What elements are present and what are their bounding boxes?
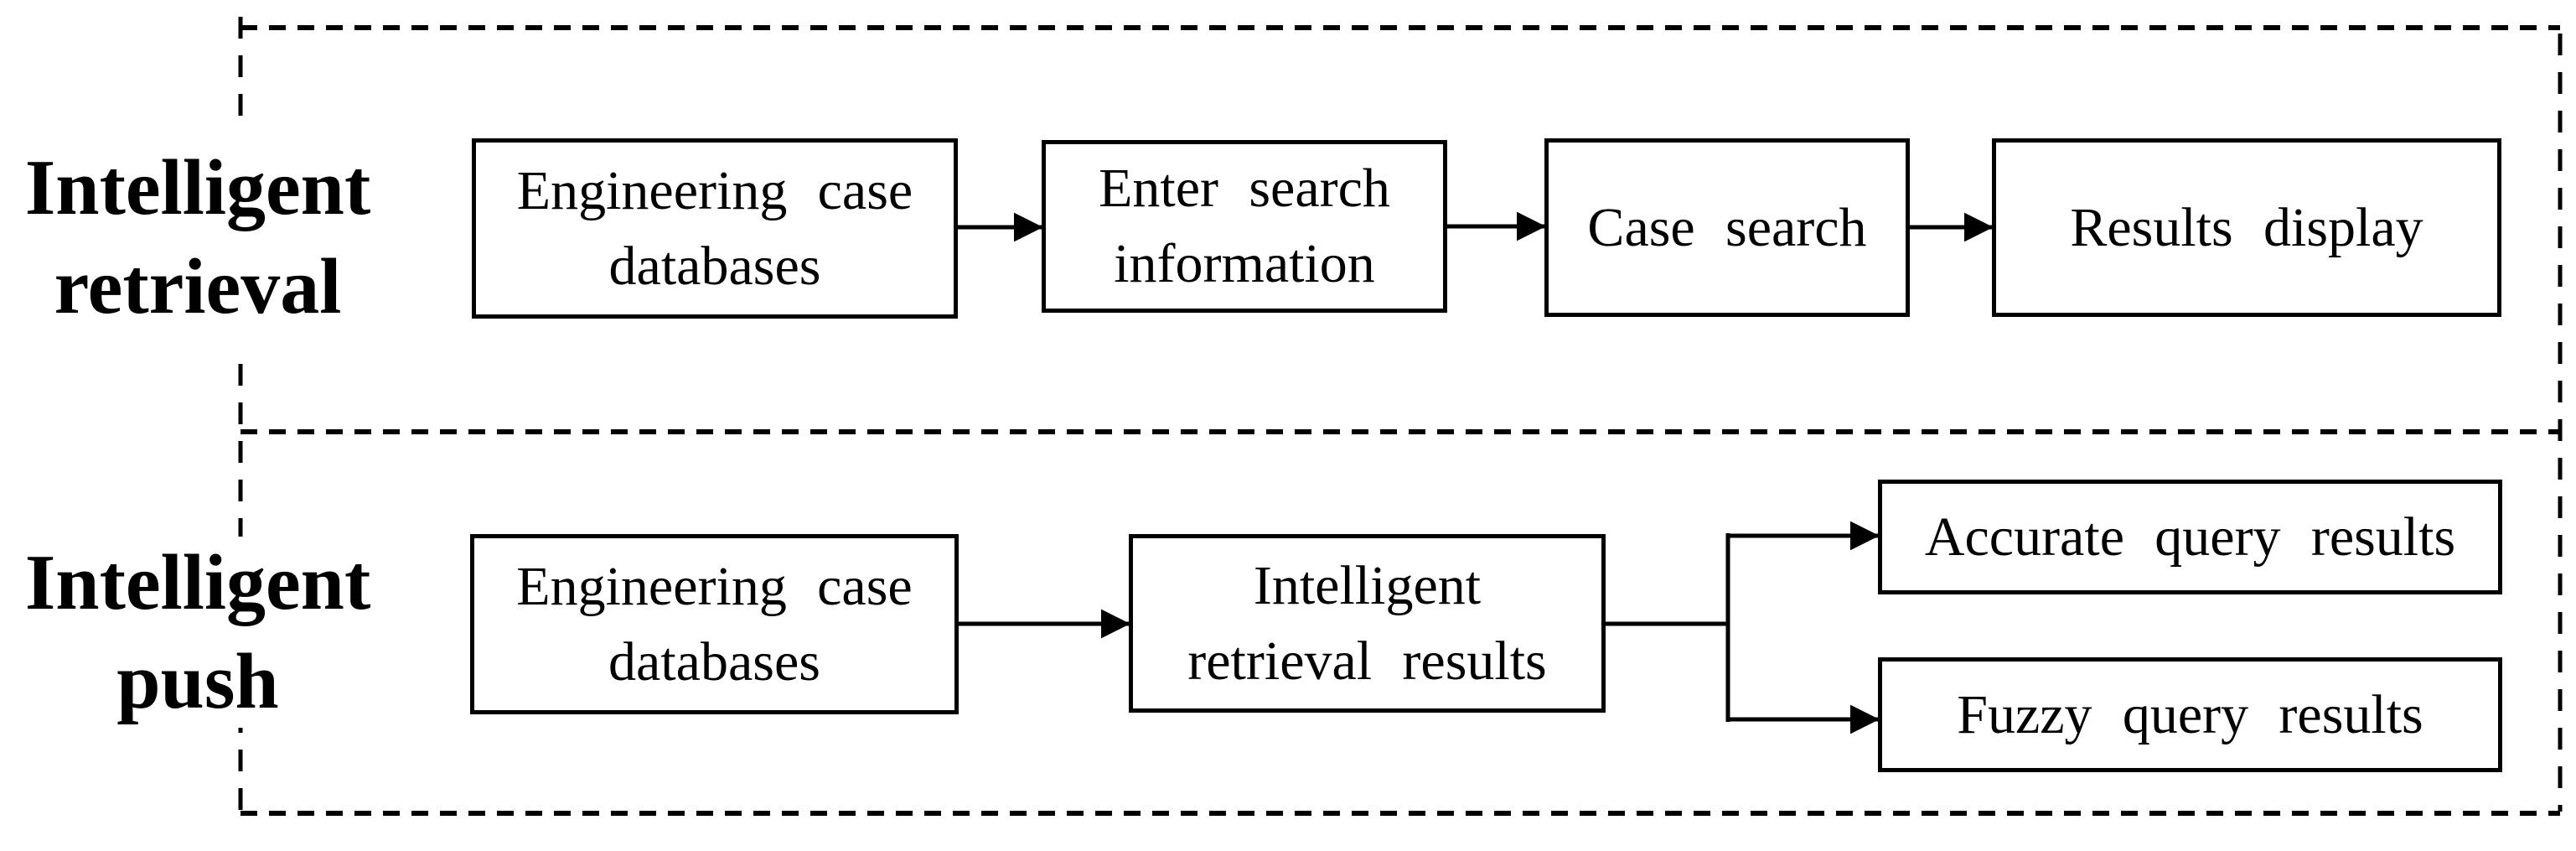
box-text-line: Case search	[1587, 196, 1867, 258]
box-text-line: Results display	[2070, 196, 2423, 258]
box-intelligent-retrieval-results: Intelligent retrieval results	[1129, 534, 1606, 713]
lane-label-line: retrieval	[54, 242, 342, 330]
box-text-line: retrieval results	[1187, 630, 1547, 692]
lane-label-line: Intelligent	[24, 539, 371, 626]
box-accurate-query-results: Accurate query results	[1878, 480, 2502, 594]
box-enter-search-information: Enter search information	[1042, 140, 1447, 313]
box-text-line: Enter search	[1099, 158, 1390, 219]
lane-label-line: Intelligent	[24, 143, 371, 231]
box-text-line: databases	[608, 630, 820, 693]
box-engineering-case-databases-retrieval: Engineering case databases	[472, 138, 958, 319]
lane-label-intelligent-push: Intelligent push	[10, 537, 385, 728]
box-text-line: Fuzzy query results	[1957, 683, 2423, 745]
box-text-line: Engineering case	[516, 555, 913, 617]
lane-label-line: push	[116, 638, 279, 725]
lane-label-intelligent-retrieval: Intelligent retrieval	[10, 126, 385, 348]
box-text-line: databases	[608, 235, 821, 297]
box-text-line: information	[1114, 233, 1375, 294]
box-engineering-case-databases-push: Engineering case databases	[470, 534, 959, 714]
box-text-line: Intelligent	[1253, 554, 1482, 616]
box-fuzzy-query-results: Fuzzy query results	[1878, 657, 2502, 772]
box-text-line: Accurate query results	[1924, 506, 2456, 568]
box-results-display: Results display	[1992, 138, 2501, 317]
box-text-line: Engineering case	[516, 159, 913, 221]
box-case-search: Case search	[1544, 138, 1910, 317]
